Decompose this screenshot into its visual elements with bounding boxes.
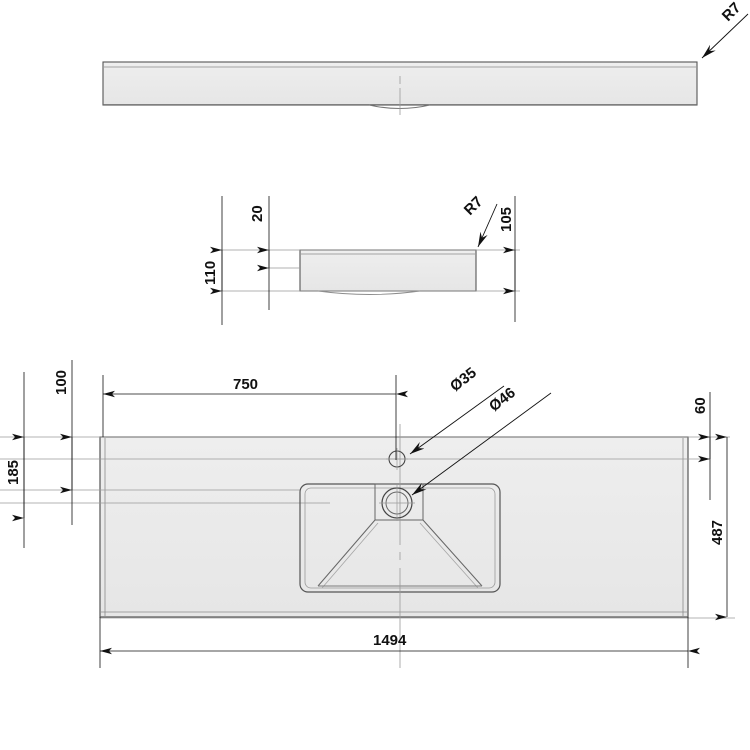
dim-100: 100 — [53, 360, 73, 525]
dim-1494-label: 1494 — [373, 632, 407, 649]
r7-section-leader-line — [477, 203, 498, 248]
dim-110: 110 — [202, 196, 223, 325]
dim-750-label: 750 — [233, 376, 258, 393]
front-elevation-view: R7 — [102, 0, 749, 115]
drain-hole — [379, 485, 415, 521]
dia35-leader-line — [409, 385, 505, 455]
dim-185-label: 185 — [5, 460, 22, 485]
dim-100-label: 100 — [53, 370, 70, 395]
side-section-view: 110 20 105 R7 — [202, 193, 520, 325]
dim-105-label: 105 — [498, 207, 515, 232]
basin-slope-left — [317, 519, 376, 587]
dim-60-label: 60 — [692, 397, 709, 414]
dim-487-label: 487 — [709, 520, 726, 545]
tap-hole — [386, 448, 408, 470]
dim-110-label: 110 — [202, 261, 219, 285]
dia46-label: Ø46 — [486, 384, 519, 415]
dim-750: 750 — [102, 375, 408, 460]
dim-20-label: 20 — [249, 205, 266, 222]
r7-top-leader-line — [701, 13, 749, 59]
basin-outer-outline — [299, 483, 501, 593]
r7-section-label: R7 — [461, 193, 487, 219]
dia46-leader-line — [411, 392, 552, 496]
drain-recess-box — [374, 483, 424, 521]
dim-60: 60 — [692, 392, 711, 500]
plan-view: Ø35 Ø46 100 185 750 1494 6 — [0, 360, 735, 668]
dim-487: 487 — [709, 433, 728, 621]
countertop-plan-body — [99, 436, 689, 618]
dim-20: 20 — [249, 196, 270, 310]
section-body — [299, 249, 477, 292]
dia35-label: Ø35 — [447, 364, 480, 395]
basin-slope-right-inner — [419, 522, 479, 589]
dim-185: 185 — [5, 372, 25, 548]
dim-105: 105 — [498, 196, 516, 322]
section-basin-underside — [317, 290, 421, 295]
basin-inner-outline — [304, 487, 496, 589]
basin-slope-left-inner — [321, 522, 379, 589]
dim-1494: 1494 — [99, 617, 700, 668]
basin-slope-right — [422, 519, 483, 587]
